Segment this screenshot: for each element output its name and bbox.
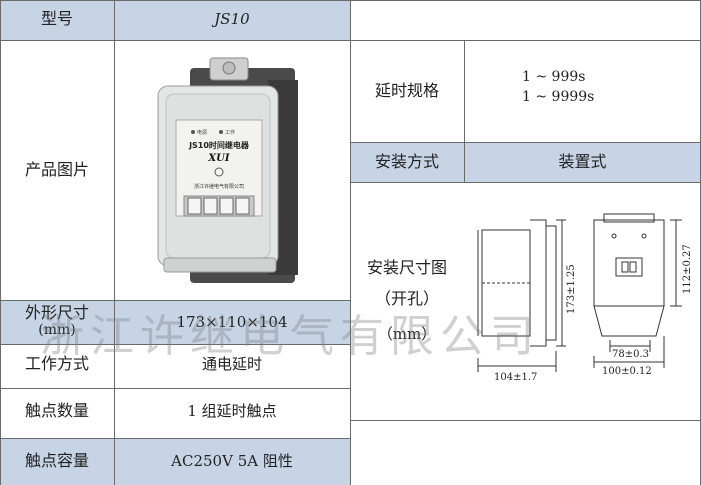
dial-1: [187, 197, 202, 215]
cert-mark-icon: [214, 167, 224, 177]
led-power-icon: [191, 130, 195, 134]
label-timing: 延时规格: [374, 81, 439, 100]
value-contact-count: 1 组延时触点: [187, 402, 277, 420]
row-band-mounting: [350, 142, 701, 182]
device-base: [163, 257, 277, 273]
value-timing-2: 1 ~ 9999s: [522, 89, 595, 105]
label-contact-count: 触点数量: [24, 401, 89, 420]
row-band-capacity: [0, 438, 350, 485]
front-view: [593, 213, 682, 368]
label-drawing: 安装尺寸图: [366, 258, 447, 277]
row-band-model: [0, 0, 350, 40]
value-model: JS10: [214, 10, 250, 28]
value-timing-1: 1 ~ 999s: [522, 69, 586, 85]
label-size: 外形尺寸: [24, 303, 89, 322]
label-model: 型号: [40, 9, 73, 28]
dim-width: 100±0.12: [602, 366, 652, 377]
device-company: 浙江许继电气有限公司: [194, 183, 244, 190]
side-view: [477, 219, 566, 372]
led-work-icon: [219, 130, 223, 134]
dial-3: [219, 197, 234, 215]
row-band-size: [0, 300, 350, 344]
label-size-unit: (mm): [38, 322, 76, 338]
dim-height: 173±1.25: [566, 264, 577, 314]
label-mode: 工作方式: [24, 354, 89, 373]
screw-icon: [222, 61, 236, 75]
dial-4: [235, 197, 250, 215]
value-mounting: 装置式: [558, 152, 607, 171]
label-image: 产品图片: [24, 160, 89, 179]
dim-hole-height: 112±0.27: [682, 244, 693, 294]
label-drawing-unit: （mm）: [377, 325, 437, 343]
label-mounting: 安装方式: [374, 152, 439, 171]
indicator-power-label: 电源: [197, 129, 207, 136]
value-size: 173×110×104: [176, 313, 288, 331]
value-mode: 通电延时: [201, 355, 262, 373]
device-brand: XUI: [207, 153, 229, 164]
device-title: JS10时间继电器: [188, 140, 250, 150]
product-photo: 电源 工作 JS10时间继电器 XUI 浙江许继电气有限公司: [157, 57, 298, 283]
mounting-drawing: 173±1.25 104±1.7 78±0.3 100±0.12 112±0.2…: [477, 213, 693, 383]
dim-depth: 104±1.7: [494, 372, 537, 383]
dim-hole-width: 78±0.3: [612, 349, 649, 360]
dial-2: [203, 197, 218, 215]
label-contact-capacity: 触点容量: [24, 451, 89, 470]
indicator-work-label: 工作: [225, 129, 235, 136]
value-contact-capacity: AC250V 5A 阻性: [171, 452, 293, 470]
label-drawing-hole: （开孔）: [374, 289, 439, 308]
